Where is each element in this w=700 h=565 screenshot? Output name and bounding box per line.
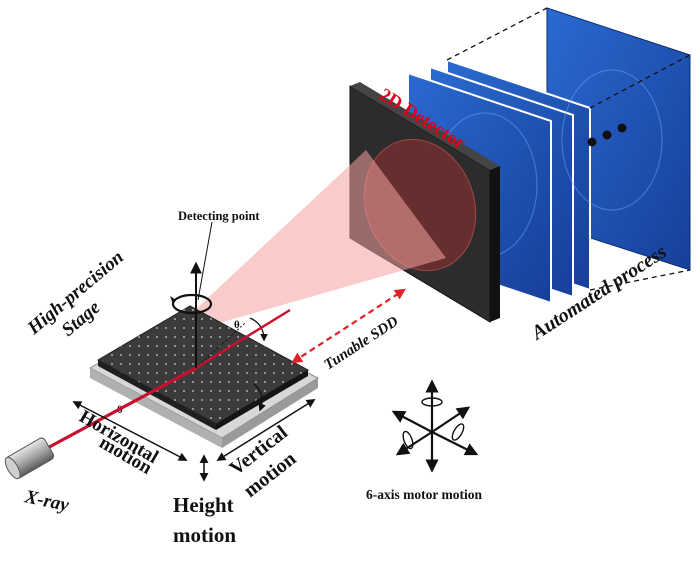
xray-tube-end: [4, 456, 21, 480]
theta-label: θ: [234, 319, 240, 331]
continuation-dot: [587, 137, 597, 147]
detecting-point-axis: Detecting point: [170, 209, 260, 368]
detecting-point-label: Detecting point: [178, 209, 260, 223]
frame-guide-line: [446, 7, 548, 61]
height-motion-label-line2: motion: [173, 523, 236, 547]
vertical-motion-arrow: [216, 399, 316, 461]
sdd-arrow: [291, 288, 406, 364]
rotation-ring-arrow-icon: [170, 296, 176, 304]
continuation-dot: [617, 123, 627, 133]
detector-side: [490, 166, 500, 322]
detecting-point-leader: [197, 221, 213, 301]
six-axis-label: 6-axis motor motion: [366, 487, 482, 502]
rotation-arc-icon: [249, 317, 268, 342]
frame-guide-line: [589, 54, 691, 109]
xray-label: X-ray: [22, 486, 71, 516]
xray-beam-reflected: [195, 308, 291, 370]
diffraction-cone: [195, 150, 446, 330]
height-motion-label-line1: Height: [173, 493, 234, 517]
six-axis-icon: [391, 379, 479, 473]
continuation-dot: [602, 130, 612, 140]
frame-ring: [561, 69, 663, 211]
detector-top: [350, 82, 500, 170]
theta-guide: [195, 322, 246, 369]
stage: θ θ: [88, 305, 320, 448]
horizontal-motion-arrow: [72, 401, 188, 461]
frame-guide-line: [589, 269, 691, 291]
sdd-label: Tunable SDD: [321, 314, 401, 374]
